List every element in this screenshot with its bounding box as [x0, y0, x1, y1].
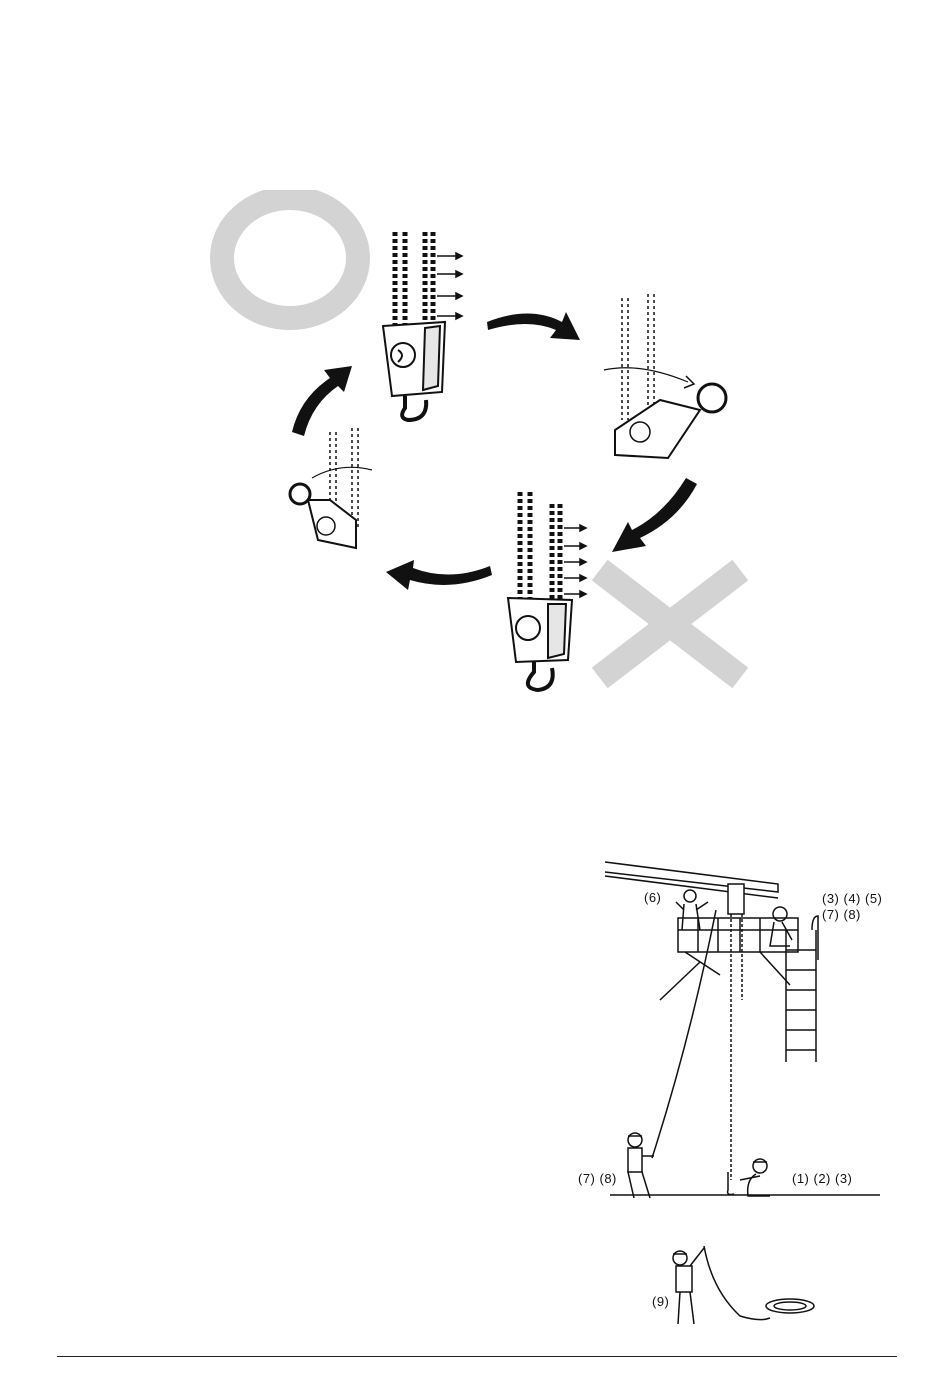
label-top-left: (6) — [644, 890, 661, 905]
hoist-cycle-diagram — [195, 190, 765, 700]
hoist-tilting-left-icon — [290, 428, 372, 548]
label-ground-right: (1) (2) (3) — [792, 1171, 852, 1186]
label-top-right-line2: (7) (8) — [822, 907, 861, 922]
label-bottom: (9) — [652, 1294, 669, 1309]
label-top-right-line1: (3) (4) (5) — [822, 891, 882, 906]
footer-rule — [57, 1356, 897, 1357]
incorrect-mark-icon — [610, 578, 730, 670]
work-scene-illustration — [580, 850, 880, 1340]
hoist-tilting-right-icon — [604, 294, 726, 458]
hoist-incorrect-icon — [508, 492, 586, 690]
label-ground-left: (7) (8) — [578, 1171, 617, 1186]
hoist-correct-icon — [383, 232, 462, 420]
correct-mark-icon — [222, 198, 358, 318]
